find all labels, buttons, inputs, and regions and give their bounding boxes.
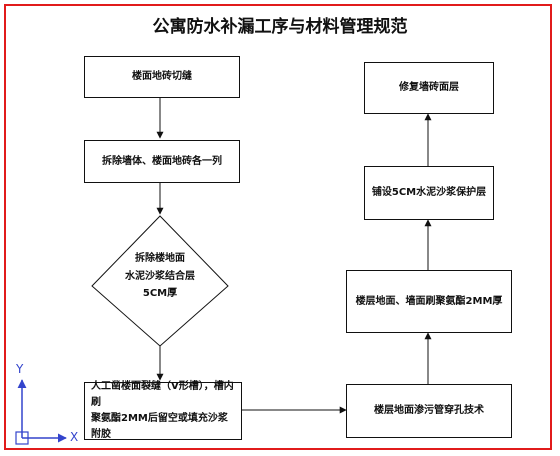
step-2-box: 拆除墙体、楼面地砖各一列 — [84, 140, 240, 183]
step-3-line-3: 5CM厚 — [142, 288, 178, 299]
ucs-x-label: X — [70, 430, 79, 444]
step-7-label: 铺设5CM水泥沙浆保护层 — [371, 187, 487, 198]
diagram-frame — [4, 4, 552, 450]
step-2-label: 拆除墙体、楼面地砖各一列 — [102, 155, 222, 167]
step-6-box: 楼层地面、墙面刷聚氨酯2MM厚 — [346, 270, 512, 333]
step-1-box: 楼面地砖切缝 — [84, 56, 240, 98]
step-3-line-1: 拆除楼地面 — [135, 253, 185, 264]
step-7-box: 铺设5CM水泥沙浆保护层 — [364, 166, 494, 220]
step-4-line-1: 人工凿楼面裂缝（V形槽），槽内刷 — [91, 381, 234, 408]
step-3-line-2: 水泥沙浆结合层 — [125, 270, 195, 282]
step-4-line-2: 聚氨酯2MM后留空或填充沙浆附胶 — [91, 413, 228, 440]
step-1-label: 楼面地砖切缝 — [132, 71, 192, 82]
diagram-title: 公寓防水补漏工序与材料管理规范 — [152, 17, 408, 37]
ucs-origin-box — [15, 431, 29, 445]
step-3-text: 拆除楼地面 水泥沙浆结合层 5CM厚 — [105, 250, 215, 303]
step-5-box: 楼层地面渗污管穿孔技术 — [346, 384, 512, 438]
step-4-box: 人工凿楼面裂缝（V形槽），槽内刷 聚氨酯2MM后留空或填充沙浆附胶 — [84, 381, 242, 440]
step-8-label: 修复墙砖面层 — [399, 82, 459, 93]
step-6-label: 楼层地面、墙面刷聚氨酯2MM厚 — [355, 295, 503, 307]
ucs-y-label: Y — [16, 362, 24, 376]
step-5-label: 楼层地面渗污管穿孔技术 — [374, 405, 484, 416]
step-8-box: 修复墙砖面层 — [364, 62, 494, 114]
